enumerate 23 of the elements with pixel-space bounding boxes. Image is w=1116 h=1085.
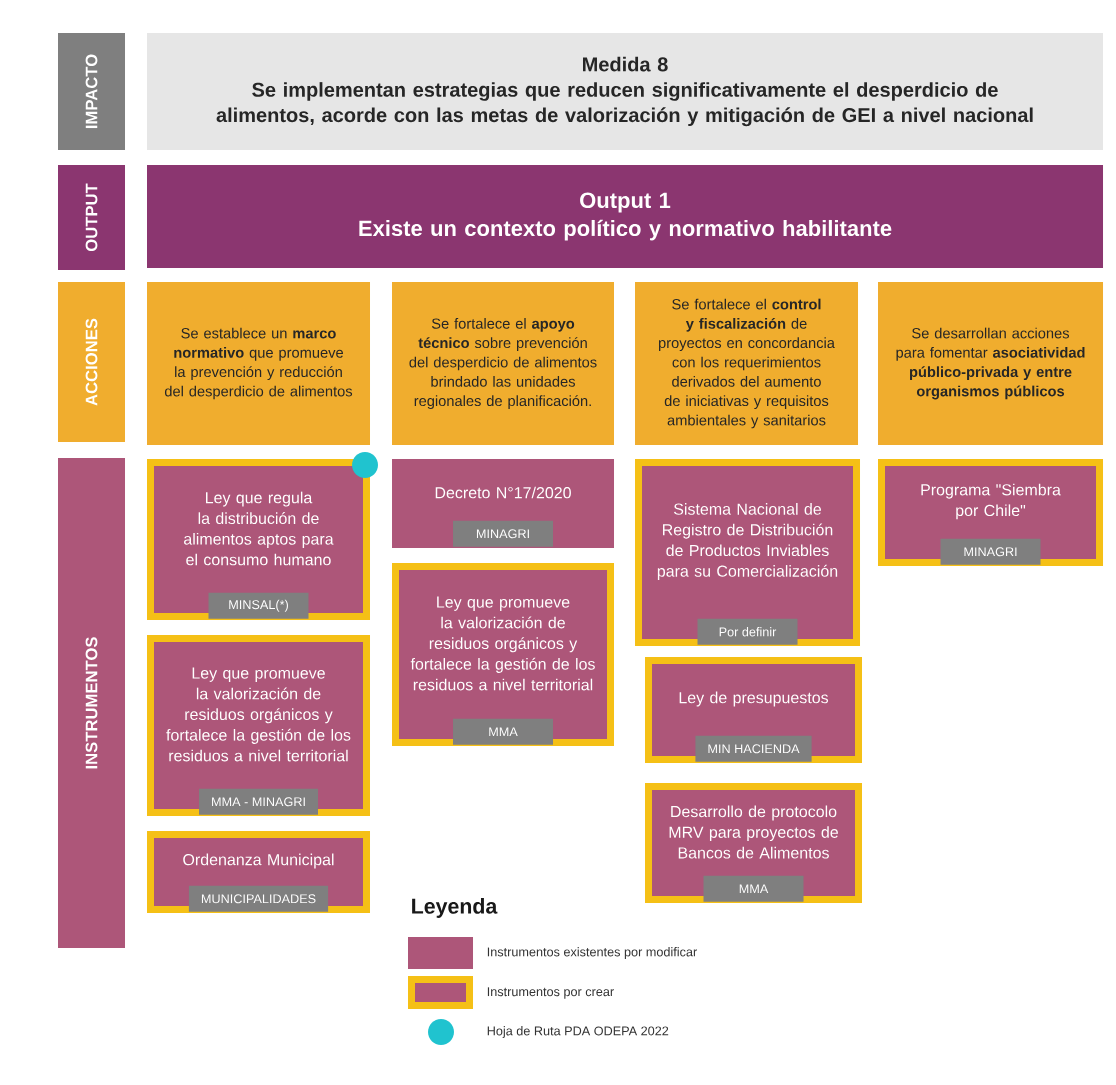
action-box: Se fortalece el apoyo técnico sobre prevención del desperdicio de alimentos brindado las unidades regionales de planificación. [392, 282, 614, 445]
agency-tag: MINAGRI [940, 538, 1041, 565]
action-box: Se fortalece el control y fiscalización de proyectos en concordancia con los requerimientos derivados del aumento de iniciativas y requisitos ambientales y sanitarios [635, 282, 858, 445]
output-box: Output 1 Existe un contexto político y normativo habilitante [147, 165, 1103, 268]
agency-tag: MMA [453, 718, 553, 745]
action-box: Se establece un marco normativo que promueve la prevención y reducción del desperdicio de alimentos [147, 282, 370, 445]
agency-tag: Por definir [697, 618, 798, 645]
agency-tag: MINSAL(*) [208, 592, 309, 619]
side-band: INSTRUMENTOS [58, 458, 125, 948]
agency-tag: MIN HACIENDA [695, 735, 812, 762]
side-band: OUTPUT [58, 165, 125, 270]
agency-tag: MINAGRI [453, 520, 553, 547]
legend-text: Hoja de Ruta PDA ODEPA 2022 [487, 1026, 669, 1038]
legend-heading: Leyenda [412, 898, 498, 918]
legend-text: Instrumentos existentes por modificar [487, 947, 697, 959]
action-box: Se desarrollan acciones para fomentar asociatividad público-privada y entre organismos públicos [878, 282, 1103, 445]
agency-tag: MMA - MINAGRI [199, 788, 318, 815]
agency-tag: MUNICIPALIDADES [188, 885, 329, 912]
side-band: IMPACTO [58, 33, 125, 150]
impact-box: Medida 8 Se implementan estrategias que reducen significativamente el desperdicio de alimentos, acorde con las metas de valorización y mitigación de GEI a nivel nacional [147, 33, 1103, 150]
side-band: ACCIONES [58, 282, 125, 442]
legend-text: Instrumentos por crear [487, 987, 614, 999]
agency-tag: MMA [703, 875, 804, 902]
